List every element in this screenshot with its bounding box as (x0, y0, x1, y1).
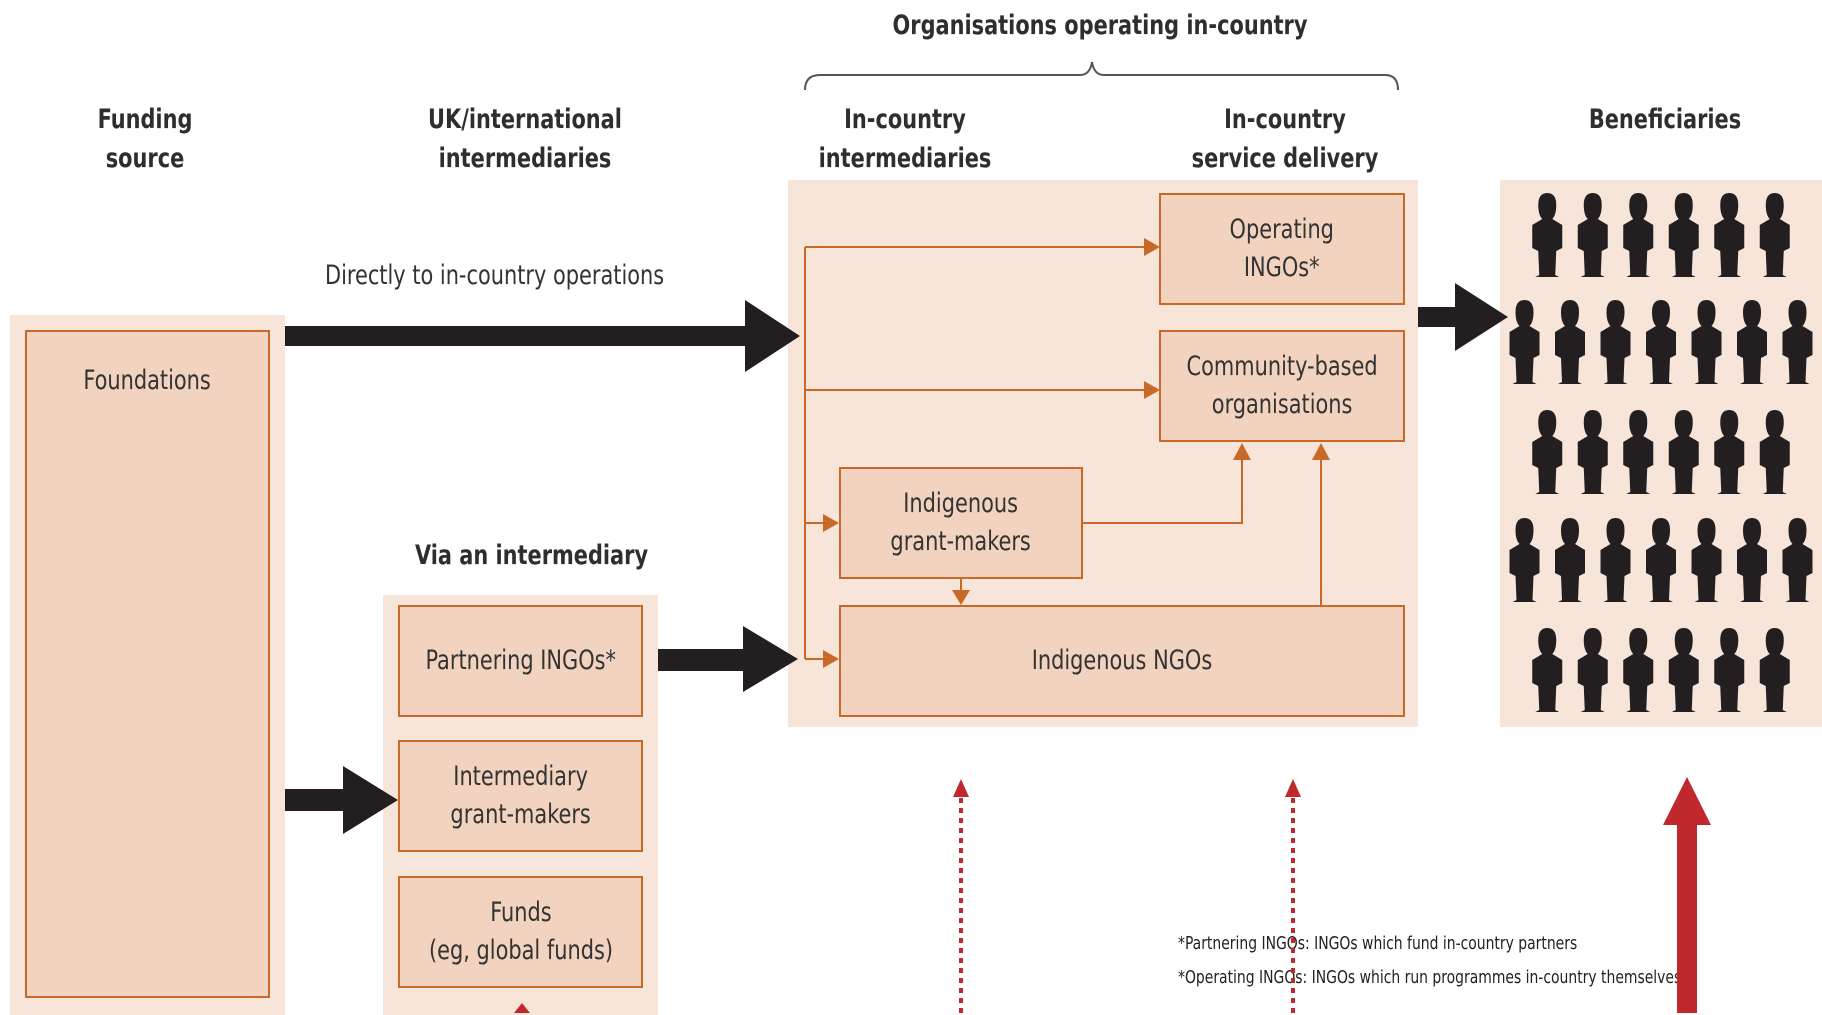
person-icon (1782, 518, 1813, 602)
person-icon (1714, 628, 1745, 712)
person-icon (1714, 410, 1745, 494)
red-arrows (514, 777, 1711, 1013)
intermediary-grant-makers-label: Intermediary grant-makers (450, 761, 591, 830)
person-icon (1737, 518, 1767, 602)
operating-ingos-label: Operating INGOs* (1229, 214, 1335, 283)
person-icon (1532, 410, 1563, 494)
person-icon (1759, 628, 1790, 712)
in-country-brace (804, 61, 1399, 91)
partnering-ingos-box: Partnering INGOs* (398, 605, 643, 717)
footnote-partnering-ingos: *Partnering INGOs: INGOs which fund in-c… (1178, 933, 1578, 954)
indigenous-ngos-box: Indigenous NGOs (839, 605, 1405, 717)
person-icon (1623, 193, 1654, 277)
person-icon (1509, 300, 1540, 384)
orange-connectors (804, 246, 1322, 660)
funds-box: Funds (eg, global funds) (398, 876, 643, 988)
red-solid-arrow-shaft (1677, 823, 1697, 1013)
column-header-uk-intermediaries: UK/international intermediaries (428, 104, 622, 174)
community-based-organisations-label: Community-based organisations (1186, 351, 1378, 420)
person-icon (1623, 410, 1654, 494)
via-intermediary-heading: Via an intermediary (415, 540, 649, 571)
group-label-organisations-in-country: Organisations operating in-country (892, 10, 1308, 41)
person-icon (1509, 518, 1540, 602)
direct-route-label: Directly to in-country operations (325, 260, 665, 291)
indigenous-grant-makers-box: Indigenous grant-makers (839, 467, 1083, 579)
orange-arrowheads (823, 238, 1330, 668)
intermediary-arrow-shaft (285, 789, 345, 811)
indigenous-grant-makers-label: Indigenous grant-makers (890, 488, 1032, 557)
red-arrow-stub (514, 1003, 530, 1013)
direct-arrow-shaft (285, 326, 750, 346)
partnering-arrow-head (743, 626, 798, 692)
person-icon (1737, 300, 1767, 384)
person-icon (1577, 410, 1608, 494)
foundations-label: Foundations (83, 365, 212, 396)
person-icon (1668, 410, 1699, 494)
foundations-box: Foundations (25, 330, 270, 998)
partnering-arrow-shaft (658, 649, 748, 671)
person-icon (1668, 628, 1699, 712)
person-icon (1623, 628, 1654, 712)
beneficiary-arrow-shaft (1418, 307, 1458, 327)
person-icon (1782, 300, 1813, 384)
person-icon (1577, 193, 1608, 277)
person-icon (1555, 518, 1585, 602)
person-icon (1759, 193, 1790, 277)
column-header-in-country-service-delivery: In-country service delivery (1191, 104, 1379, 174)
red-solid-arrow-head (1663, 777, 1711, 825)
person-icon (1600, 300, 1631, 384)
column-header-in-country-intermediaries: In-country intermediaries (818, 104, 992, 174)
footnote-operating-ingos: *Operating INGOs: INGOs which run progra… (1178, 967, 1682, 988)
intermediary-arrow-head (343, 766, 398, 834)
intermediary-grant-makers-box: Intermediary grant-makers (398, 740, 643, 852)
column-header-funding-source: Funding source (97, 104, 193, 174)
person-icon (1646, 518, 1676, 602)
indigenous-ngos-label: Indigenous NGOs (1031, 645, 1213, 676)
beneficiary-people (1509, 193, 1813, 712)
community-based-organisations-box: Community-based organisations (1159, 330, 1405, 442)
person-icon (1691, 300, 1722, 384)
person-icon (1600, 518, 1631, 602)
partnering-ingos-label: Partnering INGOs* (425, 645, 616, 676)
column-header-beneficiaries: Beneficiaries (1588, 104, 1742, 135)
beneficiary-arrow-head (1455, 283, 1508, 351)
person-icon (1714, 193, 1745, 277)
person-icon (1691, 518, 1722, 602)
person-icon (1577, 628, 1608, 712)
direct-arrow-head (745, 300, 800, 372)
person-icon (1555, 300, 1585, 384)
person-icon (1646, 300, 1676, 384)
funds-label: Funds (eg, global funds) (428, 897, 613, 966)
person-icon (1759, 410, 1790, 494)
person-icon (1532, 193, 1563, 277)
person-icon (1668, 193, 1699, 277)
person-icon (1532, 628, 1563, 712)
operating-ingos-box: Operating INGOs* (1159, 193, 1405, 305)
black-arrows (285, 283, 1508, 834)
